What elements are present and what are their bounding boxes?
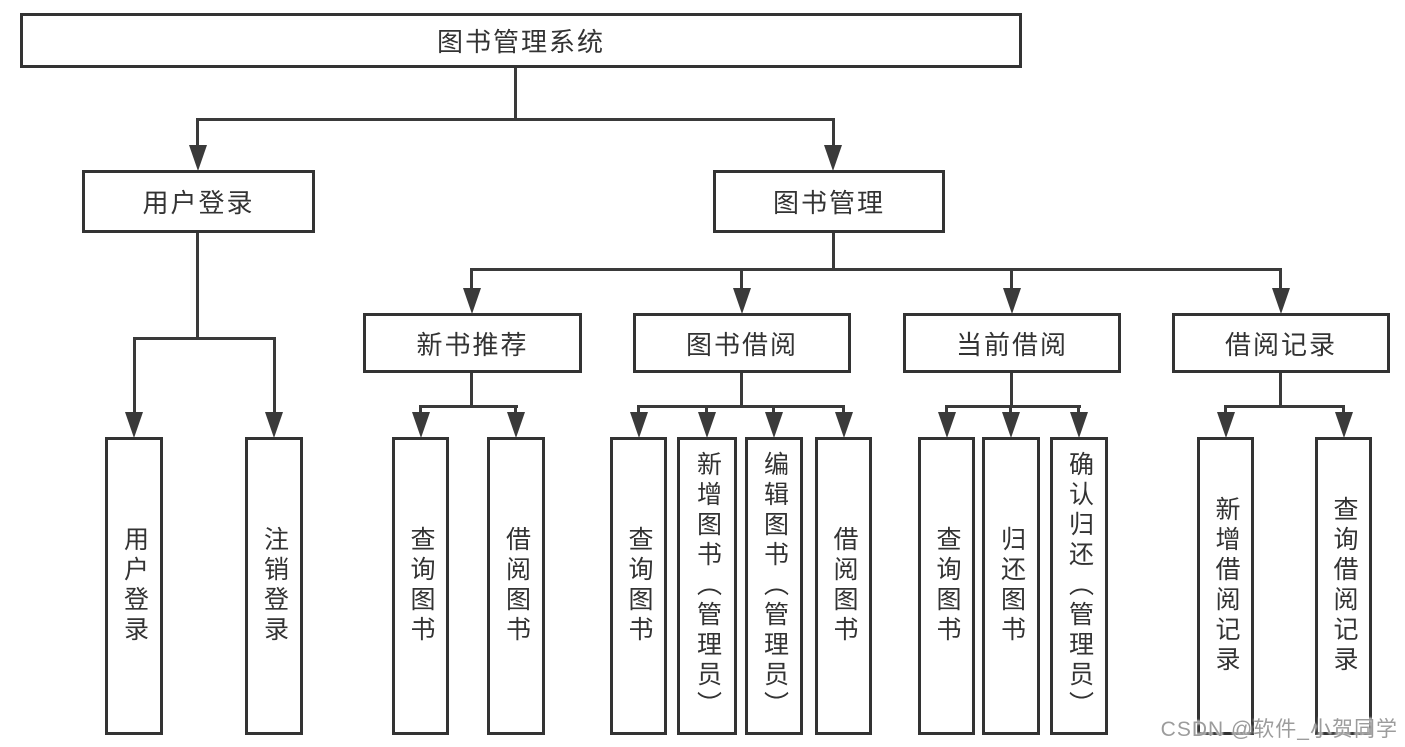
arrow-down-icon bbox=[265, 412, 283, 438]
connector-vline bbox=[832, 118, 835, 150]
arrow-down-icon bbox=[1003, 288, 1021, 314]
connector-vline bbox=[772, 405, 775, 417]
connector-vline bbox=[740, 373, 743, 407]
arrow-down-icon bbox=[765, 412, 783, 438]
leaf-borrow-books-borrowing: 借阅图书 bbox=[815, 437, 872, 735]
connector-vline bbox=[1077, 405, 1080, 417]
connector-vline bbox=[514, 405, 517, 417]
leaf-query-books-recommend: 查询图书 bbox=[392, 437, 449, 735]
connector-vline bbox=[419, 405, 422, 417]
arrow-down-icon bbox=[824, 145, 842, 171]
node-current-borrowing: 当前借阅 bbox=[903, 313, 1121, 373]
connector-vline bbox=[133, 337, 136, 417]
leaf-add-borrow-record: 新增借阅记录 bbox=[1197, 437, 1254, 735]
leaf-user-login: 用户登录 bbox=[105, 437, 163, 735]
arrow-down-icon bbox=[1002, 412, 1020, 438]
arrow-down-icon bbox=[630, 412, 648, 438]
leaf-confirm-return-admin: 确认归还（管理员） bbox=[1050, 437, 1108, 735]
connector-hline bbox=[637, 405, 845, 408]
leaf-query-borrow-record: 查询借阅记录 bbox=[1315, 437, 1372, 735]
leaf-logout: 注销登录 bbox=[245, 437, 303, 735]
leaf-query-books-borrowing: 查询图书 bbox=[610, 437, 667, 735]
connector-vline bbox=[1279, 268, 1282, 294]
connector-vline bbox=[1010, 373, 1013, 407]
leaf-return-books: 归还图书 bbox=[982, 437, 1040, 735]
arrow-down-icon bbox=[125, 412, 143, 438]
node-book-borrowing: 图书借阅 bbox=[633, 313, 851, 373]
arrow-down-icon bbox=[189, 145, 207, 171]
connector-vline bbox=[740, 268, 743, 294]
connector-vline bbox=[470, 373, 473, 407]
node-book-management: 图书管理 bbox=[713, 170, 945, 233]
leaf-query-books-current: 查询图书 bbox=[918, 437, 975, 735]
arrow-down-icon bbox=[1217, 412, 1235, 438]
connector-vline bbox=[1224, 405, 1227, 417]
arrow-down-icon bbox=[698, 412, 716, 438]
arrow-down-icon bbox=[507, 412, 525, 438]
node-borrowing-records: 借阅记录 bbox=[1172, 313, 1390, 373]
connector-vline bbox=[945, 405, 948, 417]
arrow-down-icon bbox=[1335, 412, 1353, 438]
watermark: CSDN @软件_小贺同学 bbox=[1160, 718, 1398, 741]
arrow-down-icon bbox=[938, 412, 956, 438]
leaf-edit-book-admin: 编辑图书（管理员） bbox=[745, 437, 803, 735]
leaf-borrow-books-recommend: 借阅图书 bbox=[487, 437, 545, 735]
arrow-down-icon bbox=[412, 412, 430, 438]
node-new-book-recommend: 新书推荐 bbox=[363, 313, 582, 373]
connector-hline bbox=[419, 405, 518, 408]
arrow-down-icon bbox=[463, 288, 481, 314]
connector-vline bbox=[196, 118, 199, 150]
arrow-down-icon bbox=[835, 412, 853, 438]
leaf-add-book-admin: 新增图书（管理员） bbox=[677, 437, 737, 735]
connector-hline bbox=[197, 118, 835, 121]
connector-hline bbox=[945, 405, 1081, 408]
connector-vline bbox=[470, 268, 473, 294]
connector-vline bbox=[832, 233, 835, 268]
connector-vline bbox=[196, 233, 199, 337]
connector-vline bbox=[1010, 268, 1013, 294]
connector-vline bbox=[1009, 405, 1012, 417]
connector-vline bbox=[637, 405, 640, 417]
node-user-login: 用户登录 bbox=[82, 170, 315, 233]
connector-vline bbox=[842, 405, 845, 417]
connector-hline bbox=[470, 268, 1282, 271]
connector-vline bbox=[705, 405, 708, 417]
connector-vline bbox=[1342, 405, 1345, 417]
arrow-down-icon bbox=[733, 288, 751, 314]
node-library-management-system: 图书管理系统 bbox=[20, 13, 1022, 68]
connector-hline bbox=[1224, 405, 1344, 408]
connector-vline bbox=[1279, 373, 1282, 407]
arrow-down-icon bbox=[1272, 288, 1290, 314]
arrow-down-icon bbox=[1070, 412, 1088, 438]
connector-vline bbox=[273, 337, 276, 417]
connector-vline bbox=[514, 68, 517, 118]
connector-hline bbox=[133, 337, 276, 340]
